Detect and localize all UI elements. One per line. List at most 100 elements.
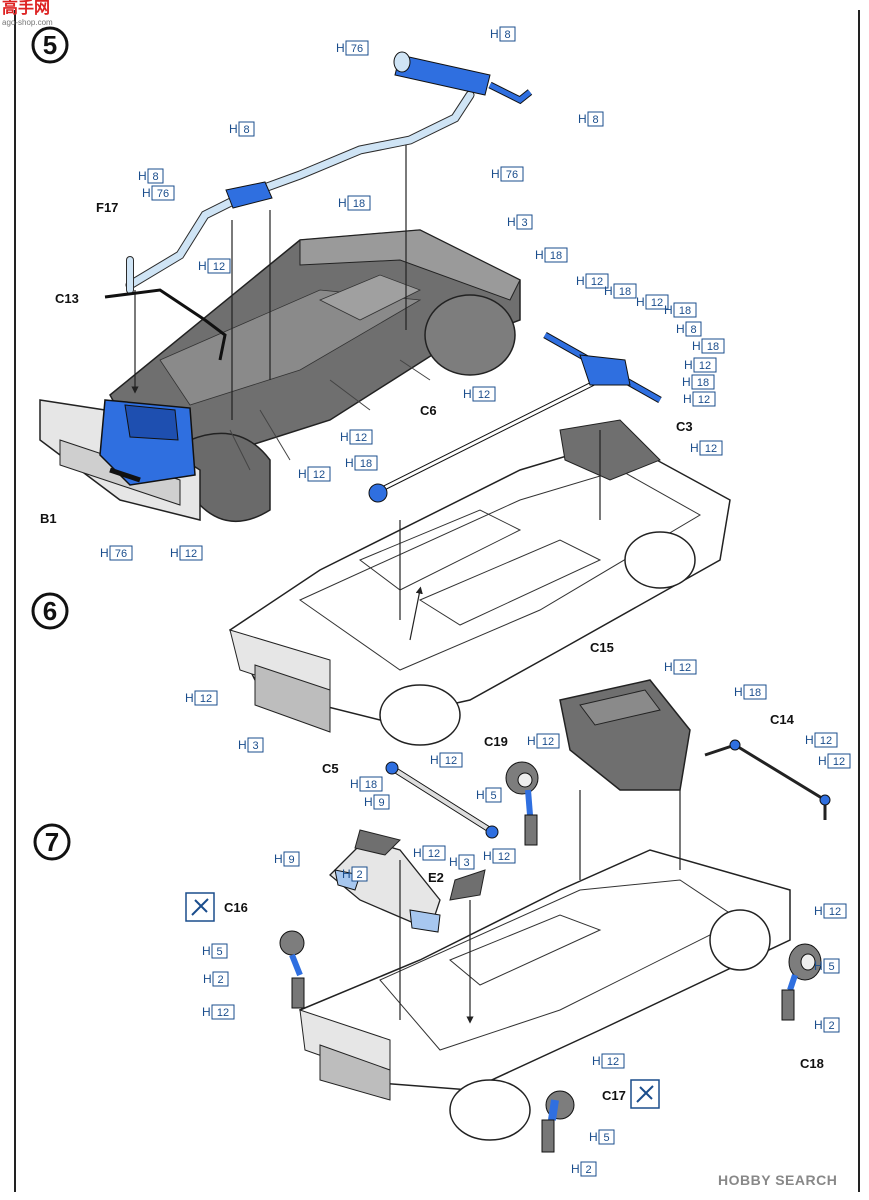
part-label-f17: F17 [96,200,118,215]
part-label-e2: E2 [428,870,444,885]
h-color-label: H 12 [198,258,231,274]
svg-text:3: 3 [252,740,258,752]
svg-text:H: H [589,1130,598,1144]
part-label-c5: C5 [322,761,339,776]
svg-text:H: H [338,196,347,210]
svg-text:H: H [805,733,814,747]
svg-text:18: 18 [619,286,631,298]
watermark-bottom: HOBBY SEARCH [718,1172,837,1188]
svg-text:H: H [138,169,147,183]
svg-text:2: 2 [828,1020,834,1032]
svg-text:H: H [476,788,485,802]
svg-text:H: H [814,1018,823,1032]
svg-text:9: 9 [288,854,294,866]
svg-text:18: 18 [550,250,562,262]
watermark-subtitle: ago-shop.com [2,18,53,27]
svg-text:H: H [364,795,373,809]
svg-text:2: 2 [356,869,362,881]
no-glue-icon-1 [185,892,215,922]
part-label-c17: C17 [602,1088,626,1103]
svg-text:12: 12 [428,848,440,860]
h-color-label: H 12 [413,845,446,861]
svg-text:12: 12 [445,755,457,767]
svg-text:H: H [298,467,307,481]
svg-text:H: H [100,546,109,560]
svg-text:2: 2 [585,1164,591,1176]
svg-text:H: H [491,167,500,181]
h-color-label: H 12 [298,466,331,482]
page-frame [14,10,860,1192]
svg-text:H: H [345,456,354,470]
floor-pan-step5 [109,229,521,522]
svg-text:12: 12 [698,394,710,406]
svg-text:H: H [664,303,673,317]
svg-text:H: H [202,944,211,958]
svg-text:8: 8 [243,124,249,136]
svg-text:H: H [692,339,701,353]
watermark-top: 高手网 ago-shop.com [0,0,80,27]
svg-text:H: H [507,215,516,229]
svg-text:H: H [734,685,743,699]
svg-text:18: 18 [697,377,709,389]
svg-text:18: 18 [679,305,691,317]
svg-text:H: H [592,1054,601,1068]
no-glue-icon-2 [630,1079,660,1109]
part-label-c13: C13 [55,291,79,306]
svg-text:76: 76 [157,188,169,200]
svg-text:H: H [684,358,693,372]
svg-text:12: 12 [355,432,367,444]
svg-text:H: H [336,41,345,55]
h-color-label: H 76 [142,185,175,201]
svg-text:12: 12 [699,360,711,372]
step-7: 7 [33,823,71,861]
svg-text:18: 18 [353,198,365,210]
svg-text:12: 12 [313,469,325,481]
watermark-bottom-text: HOBBY SEARCH [718,1172,838,1188]
svg-text:12: 12 [213,261,225,273]
svg-text:5: 5 [828,961,834,973]
svg-text:12: 12 [498,851,510,863]
pipe-c13 [104,288,227,361]
svg-text:H: H [535,248,544,262]
svg-text:12: 12 [705,443,717,455]
svg-text:H: H [413,846,422,860]
svg-text:H: H [576,274,585,288]
svg-text:8: 8 [152,171,158,183]
part-label-c15: C15 [590,640,614,655]
svg-text:H: H [170,546,179,560]
svg-text:8: 8 [690,324,696,336]
svg-text:H: H [636,295,645,309]
svg-text:H: H [527,734,536,748]
svg-text:H: H [430,753,439,767]
svg-text:H: H [202,1005,211,1019]
svg-text:5: 5 [490,790,496,802]
svg-text:H: H [198,259,207,273]
svg-text:5: 5 [603,1132,609,1144]
svg-text:H: H [238,738,247,752]
step-7-number: 7 [45,827,59,857]
svg-text:H: H [142,186,151,200]
h-color-label: H 18 [338,195,371,211]
